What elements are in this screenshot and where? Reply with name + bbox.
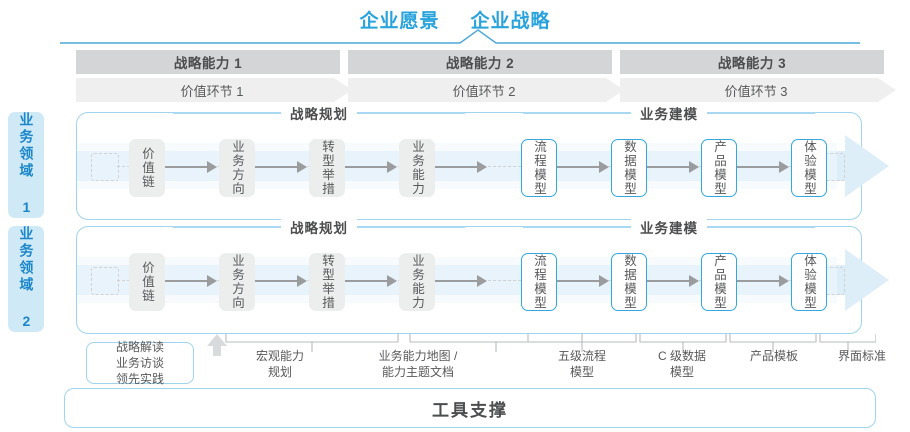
node-business-direction-1[interactable]: 业务方向 [219,139,255,197]
footer-callout-box[interactable]: 战略解读 业务访谈 领先实践 [86,340,194,386]
footer-label-capability-map: 业务能力地图 / 能力主题文档 [378,349,458,380]
node-data-model-2[interactable]: 数据模型 [611,253,647,311]
title-enterprise-vision: 企业愿景 [359,11,440,32]
section-rule-left [173,112,281,114]
section-rule-left [523,112,631,114]
section-title-strategy-planning-2: 战略规划 [281,217,357,237]
section-header-strategy-planning-1: 战略规划 [173,103,483,123]
section-rule-right [707,226,815,228]
section-title-business-modeling-2: 业务建模 [631,217,707,237]
node-label: 转型举措 [320,254,334,310]
value-chain-segment-3[interactable]: 价值环节 3 [620,78,892,102]
tool-support-panel: 工具支撑 [64,388,876,428]
node-label: 产品模型 [712,140,726,196]
top-titles: 企业愿景 企业战略 [0,6,910,33]
value-chain-row: 价值环节 1 价值环节 2 价值环节 3 [76,78,910,102]
footer-label-five-level-process: 五级流程 模型 [557,349,606,380]
track-placeholder-start-1 [91,153,119,181]
node-label: 流程模型 [532,140,546,196]
section-title-business-modeling-1: 业务建模 [631,103,707,123]
capability-label-3: 战略能力 3 [717,56,787,71]
section-header-strategy-planning-2: 战略规划 [173,217,483,237]
node-value-chain-2[interactable]: 价值链 [129,253,165,311]
node-label: 价值链 [140,147,154,189]
footer-label-macro-capability: 宏观能力 规划 [255,349,304,380]
capability-label-2: 战略能力 2 [445,56,515,71]
node-label: 产品模型 [712,254,726,310]
node-product-model-1[interactable]: 产品模型 [701,139,737,197]
section-rule-right [707,112,815,114]
node-label: 转型举措 [320,140,334,196]
value-chain-segment-2[interactable]: 价值环节 2 [348,78,620,102]
sidebar-label-domain-1: 业务领域 1 [18,112,35,218]
section-header-business-modeling-2: 业务建模 [523,217,833,237]
node-label: 体验模型 [802,140,816,196]
node-data-model-1[interactable]: 数据模型 [611,139,647,197]
footer-label-c-level-data: C 级数据 模型 [657,349,706,380]
node-transformation-measures-1[interactable]: 转型举措 [309,139,345,197]
peak-connector-line [60,29,860,44]
node-label: 数据模型 [622,254,636,310]
footer-label-ui-standard: 界面标准 [837,349,886,363]
node-value-chain-1[interactable]: 价值链 [129,139,165,197]
section-rule-right [357,112,465,114]
tool-support-label: 工具支撑 [432,400,508,420]
sidebar-item-domain-1[interactable]: 业务领域 1 [8,112,44,218]
value-chain-label-1: 价值环节 1 [180,83,244,99]
capability-block-2[interactable]: 战略能力 2 [348,50,612,74]
value-chain-segment-1[interactable]: 价值环节 1 [76,78,348,102]
node-label: 价值链 [140,261,154,303]
flow-arrows-1 [165,161,789,173]
section-rule-right [357,226,465,228]
sidebar-item-domain-2[interactable]: 业务领域 2 [8,226,44,332]
node-process-model-2[interactable]: 流程模型 [521,253,557,311]
flow-arrows-2 [165,275,789,287]
node-business-direction-2[interactable]: 业务方向 [219,253,255,311]
domain-panel-2: 战略规划 业务建模 价值链 业务方向 转型举措 业务能力 流程模型 数据模型 [76,217,889,334]
capability-block-1[interactable]: 战略能力 1 [76,50,340,74]
node-label: 业务能力 [410,254,424,310]
node-transformation-measures-2[interactable]: 转型举措 [309,253,345,311]
footer-label-product-template: 产品模板 [749,349,798,363]
node-label: 数据模型 [622,140,636,196]
domain-panel-1: 战略规划 业务建模 价值链 业务方向 转型举措 业务能力 流程模型 数据模型 [76,103,889,220]
capability-label-1: 战略能力 1 [173,56,243,71]
node-label: 业务方向 [230,140,244,196]
capability-block-3[interactable]: 战略能力 3 [620,50,884,74]
section-header-business-modeling-1: 业务建模 [523,103,833,123]
node-process-model-1[interactable]: 流程模型 [521,139,557,197]
node-experience-model-1[interactable]: 体验模型 [791,139,827,197]
value-chain-label-3: 价值环节 3 [724,83,788,99]
node-label: 流程模型 [532,254,546,310]
node-label: 业务能力 [410,140,424,196]
track-placeholder-start-2 [91,267,119,295]
value-chain-label-2: 价值环节 2 [452,83,516,99]
node-product-model-2[interactable]: 产品模型 [701,253,737,311]
title-enterprise-strategy: 企业战略 [470,11,551,32]
sidebar-label-domain-2: 业务领域 2 [18,226,35,332]
footer-brackets [207,334,876,356]
node-business-capability-1[interactable]: 业务能力 [399,139,435,197]
node-business-capability-2[interactable]: 业务能力 [399,253,435,311]
node-label: 体验模型 [802,254,816,310]
section-rule-left [523,226,631,228]
node-label: 业务方向 [230,254,244,310]
section-rule-left [173,226,281,228]
value-chain-chevrons [76,78,896,102]
section-title-strategy-planning-1: 战略规划 [281,103,357,123]
node-experience-model-2[interactable]: 体验模型 [791,253,827,311]
